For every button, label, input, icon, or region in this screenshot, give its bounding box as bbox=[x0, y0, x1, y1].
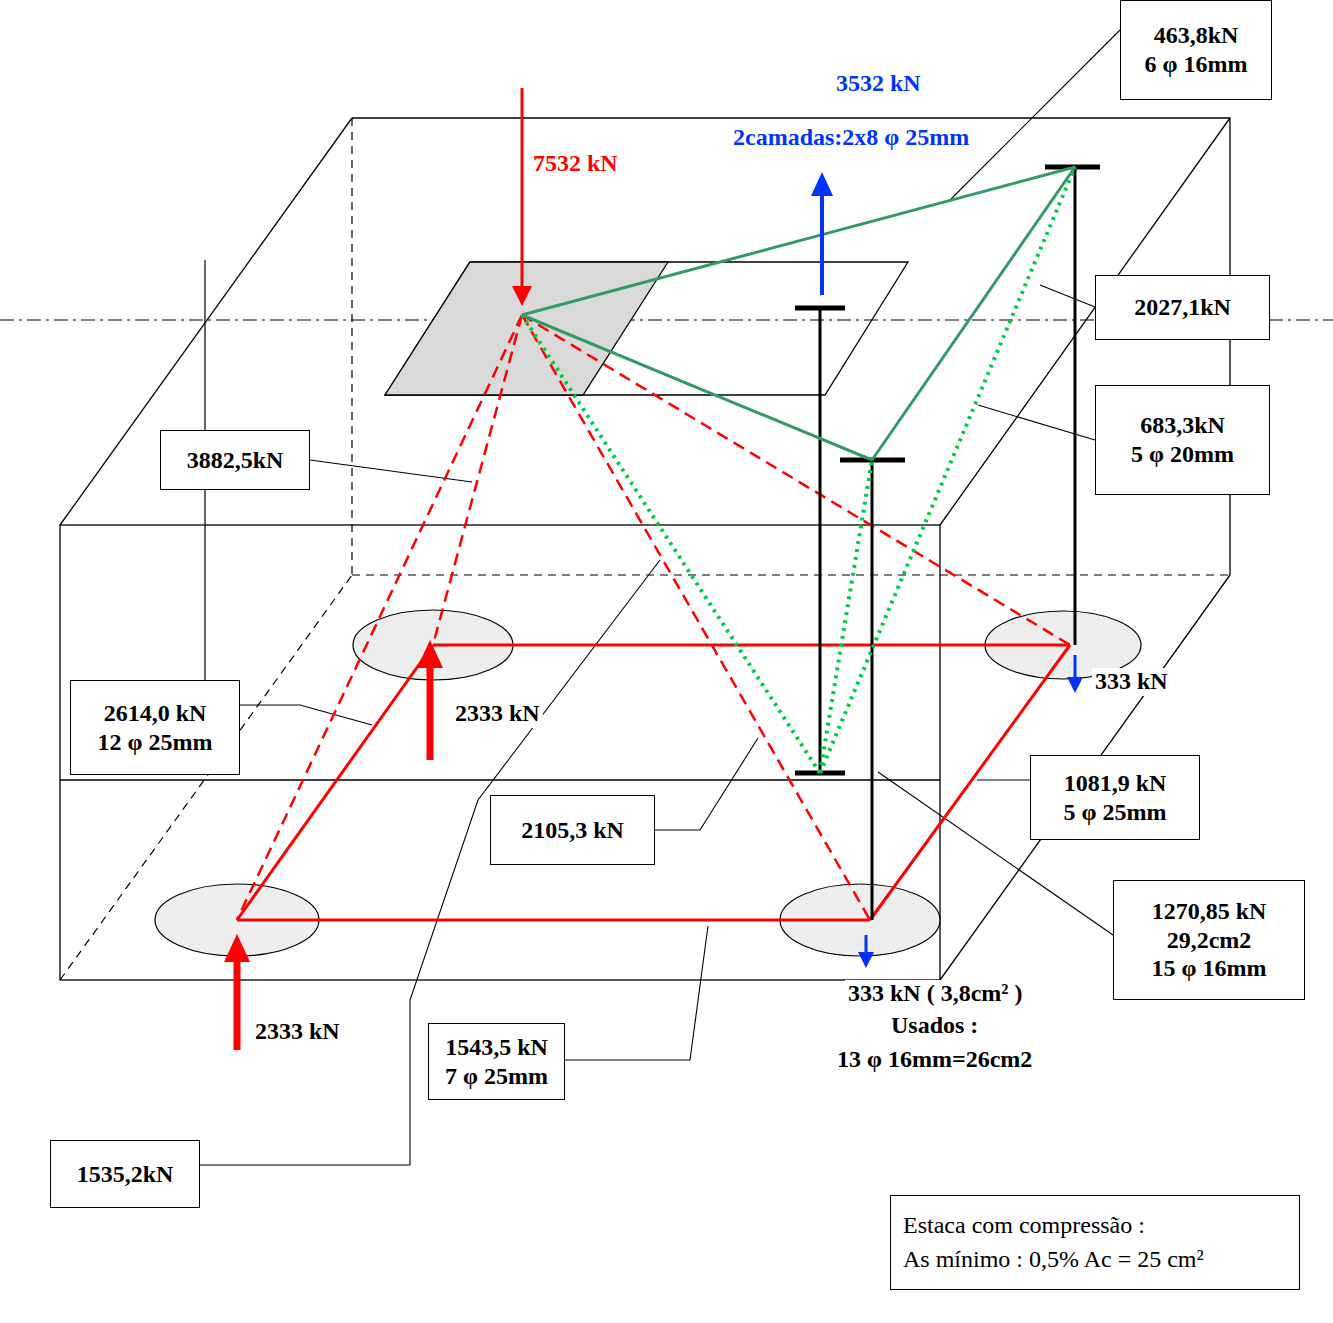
block-front-face bbox=[60, 525, 940, 980]
reinforcement-note: 15 φ 16mm bbox=[1152, 954, 1267, 983]
force-label: 2333 kN bbox=[452, 700, 543, 728]
vertical-tie bbox=[819, 308, 822, 773]
tie bbox=[237, 645, 433, 920]
force-value: 2027,1kN bbox=[1134, 293, 1231, 322]
column-section bbox=[385, 262, 668, 395]
vertical-tie bbox=[871, 460, 874, 920]
block-edge bbox=[352, 118, 1230, 575]
leader-line bbox=[200, 560, 660, 1165]
force-value: 2614,0 kN bbox=[104, 699, 207, 728]
tie bbox=[237, 919, 870, 922]
reaction-arrow bbox=[234, 958, 241, 1050]
reinforcement-note: 7 φ 25mm bbox=[445, 1062, 548, 1091]
load-arrows bbox=[224, 88, 1083, 1050]
vertical-tie bbox=[1074, 167, 1077, 645]
callout-box: 2105,3 kN bbox=[490, 795, 655, 865]
force-label: 7532 kN bbox=[530, 150, 621, 178]
callout-box: 3882,5kN bbox=[160, 430, 310, 490]
arrow-head bbox=[811, 172, 833, 196]
load-arrow bbox=[521, 88, 524, 290]
force-value: 3882,5kN bbox=[187, 446, 284, 475]
force-value: 1270,85 kN bbox=[1152, 897, 1267, 926]
force-label: 13 φ 16mm=26cm2 bbox=[834, 1046, 1035, 1074]
hidden-edge bbox=[352, 574, 1230, 575]
green-tie bbox=[522, 315, 872, 460]
callout-box: 1270,85 kN29,2cm215 φ 16mm bbox=[1113, 880, 1305, 1000]
force-value: 1081,9 kN bbox=[1064, 769, 1167, 798]
force-value: 1543,5 kN bbox=[445, 1033, 548, 1062]
strut bbox=[433, 315, 522, 645]
reaction-arrow bbox=[427, 664, 434, 760]
block-outline bbox=[60, 118, 1230, 980]
force-label: Usados : bbox=[888, 1012, 981, 1040]
force-label: 333 kN bbox=[1092, 668, 1171, 696]
callout-box: 1543,5 kN7 φ 25mm bbox=[428, 1023, 565, 1100]
leader-line bbox=[1040, 285, 1095, 307]
arrow-head bbox=[858, 952, 874, 968]
strut bbox=[522, 315, 1070, 645]
leader-line bbox=[977, 779, 1030, 780]
hidden-edge bbox=[351, 118, 352, 575]
strut bbox=[522, 315, 870, 920]
reinforcement-note: 5 φ 20mm bbox=[1131, 440, 1234, 469]
hidden-edges bbox=[60, 118, 1230, 980]
leader-line bbox=[655, 738, 758, 830]
force-label: 333 kN ( 3,8cm² ) bbox=[845, 980, 1026, 1008]
callout-box: 463,8kN6 φ 16mm bbox=[1120, 0, 1272, 100]
leader-line bbox=[240, 705, 372, 725]
force-label: 2333 kN bbox=[252, 1018, 343, 1046]
callout-box: 1535,2kN bbox=[50, 1140, 200, 1208]
load-arrow bbox=[820, 192, 824, 295]
green-strut bbox=[820, 167, 1075, 773]
force-value: 683,3kN bbox=[1140, 411, 1225, 440]
force-label: 3532 kN bbox=[833, 70, 924, 98]
green-tie bbox=[522, 167, 1075, 315]
green-tie bbox=[872, 167, 1075, 460]
anchor-plate bbox=[795, 306, 845, 311]
reinforcement-note: 29,2cm2 bbox=[1167, 926, 1252, 955]
reaction-arrow bbox=[1074, 655, 1077, 680]
callout-box: 683,3kN5 φ 20mm bbox=[1095, 385, 1270, 495]
reinforcement-note: 6 φ 16mm bbox=[1145, 50, 1248, 79]
reinforcement-note: 5 φ 25mm bbox=[1064, 798, 1167, 827]
force-value: 1535,2kN bbox=[77, 1160, 174, 1189]
arrow-head bbox=[1067, 677, 1083, 693]
strut bbox=[237, 315, 522, 920]
arrow-head bbox=[512, 286, 532, 306]
green-members bbox=[522, 167, 1075, 460]
leader-line bbox=[565, 926, 708, 1060]
block-edge bbox=[60, 118, 352, 525]
reinforcement-note: As mínimo : 0,5% Ac = 25 cm² bbox=[903, 1243, 1204, 1277]
force-label: 2camadas:2x8 φ 25mm bbox=[730, 124, 972, 152]
callout-box: 2027,1kN bbox=[1095, 275, 1270, 340]
callout-box: 1081,9 kN5 φ 25mm bbox=[1030, 755, 1200, 840]
leader-lines bbox=[200, 30, 1120, 1165]
compression-struts bbox=[237, 315, 1070, 920]
green-strut bbox=[820, 460, 872, 773]
block-line bbox=[60, 779, 940, 780]
arrow-head bbox=[417, 640, 443, 668]
green-strut bbox=[522, 315, 820, 773]
force-value: 463,8kN bbox=[1154, 21, 1239, 50]
callout-box: Estaca com compressão :As mínimo : 0,5% … bbox=[890, 1195, 1300, 1290]
force-value: 2105,3 kN bbox=[521, 816, 624, 845]
arrow-head bbox=[224, 934, 250, 962]
leader-line bbox=[978, 405, 1095, 440]
callout-box: 2614,0 kN12 φ 25mm bbox=[70, 680, 240, 775]
tie bbox=[433, 644, 1070, 647]
reinforcement-note: 12 φ 25mm bbox=[98, 728, 213, 757]
leader-line bbox=[950, 30, 1120, 200]
force-value: Estaca com compressão : bbox=[903, 1209, 1145, 1243]
green-struts bbox=[522, 167, 1075, 773]
tension-ties bbox=[237, 645, 1070, 920]
